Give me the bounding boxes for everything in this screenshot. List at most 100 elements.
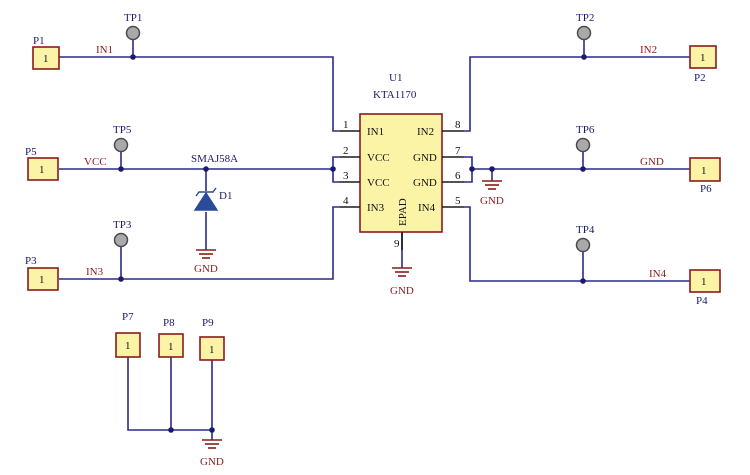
net-label-in4: IN4 (649, 268, 667, 280)
ground-right-label: GND (480, 195, 504, 207)
test-point-tp3-label: TP3 (113, 219, 132, 231)
connector-p6-label: P6 (700, 183, 712, 195)
test-point-tp4: TP4 (575, 224, 595, 253)
connector-p5-pin: 1 (39, 164, 45, 176)
u1-epad-name: EPAD (397, 198, 409, 226)
test-point-tp6: TP6 (575, 124, 595, 153)
connector-p1: P1 1 (32, 35, 60, 70)
connector-p7-label: P7 (122, 311, 134, 323)
connector-p5-body (27, 157, 59, 181)
connector-p6: 1 P6 (689, 157, 721, 195)
diode-d1-anode (193, 191, 219, 211)
wire-in3 (59, 206, 340, 280)
connector-p3-body (27, 267, 59, 291)
connector-p3-label: P3 (25, 255, 37, 267)
junction-gnd-sym (489, 166, 495, 172)
connector-p5-label: P5 (25, 146, 37, 158)
u1-pin-7-num: 7 (455, 145, 461, 157)
wire-in2 (464, 56, 690, 132)
connector-p1-label: P1 (33, 35, 45, 47)
junction-p8 (168, 427, 174, 433)
ground-symbol-diode: GND (194, 249, 218, 275)
u1-pin-3-name: VCC (367, 177, 390, 189)
connector-p3: P3 1 (25, 255, 59, 291)
u1-pin-8-num: 8 (455, 119, 461, 131)
wire-p7 (127, 357, 212, 431)
ground-symbol-epad: GND (390, 267, 414, 297)
test-point-tp1-label: TP1 (124, 12, 142, 24)
net-label-in2: IN2 (640, 44, 657, 56)
ground-epad-label: GND (390, 285, 414, 297)
test-point-tp4-label: TP4 (576, 224, 595, 236)
u1-body (359, 113, 443, 233)
junction-gnd-pins (469, 166, 475, 172)
u1-pin-1-name: IN1 (367, 126, 384, 138)
connector-p8: P8 1 (158, 317, 184, 358)
test-point-tp4-pad (575, 237, 591, 253)
connector-p5: P5 1 (25, 146, 59, 181)
ground-symbol-bottom: GND (200, 439, 224, 468)
net-label-gnd-right: GND (640, 156, 664, 168)
u1-pin-2-name: VCC (367, 152, 390, 164)
test-point-tp6-pad (575, 137, 591, 153)
connector-p4-label: P4 (696, 295, 708, 307)
connector-p8-body (158, 333, 184, 358)
ground-diode-label: GND (194, 263, 218, 275)
connector-p7-pin: 1 (125, 340, 131, 352)
connector-p7-body (115, 332, 141, 358)
wire-in1 (59, 56, 340, 132)
test-point-tp3-pad (113, 232, 129, 248)
u1-designator: U1 (389, 72, 402, 84)
u1-pin-5-num: 5 (455, 195, 461, 207)
test-point-tp5-pad (113, 137, 129, 153)
junction-tp6 (580, 166, 586, 172)
connector-p7: P7 1 (115, 311, 141, 358)
connector-p8-pin: 1 (168, 341, 174, 353)
junction-d1 (203, 166, 209, 172)
test-point-tp5-label: TP5 (113, 124, 132, 136)
u1-pin-4-name: IN3 (367, 202, 385, 214)
connector-p4-pin: 1 (701, 276, 707, 288)
connector-p3-pin: 1 (39, 274, 45, 286)
u1-pin-4-num: 4 (343, 195, 349, 207)
connector-p6-body (689, 157, 721, 182)
ground-bottom-label: GND (200, 456, 224, 468)
test-point-tp5: TP5 (113, 124, 132, 153)
connector-p9-label: P9 (202, 317, 214, 329)
test-point-tp1: TP1 (124, 12, 142, 41)
u1-pin-7-name: GND (413, 152, 437, 164)
connector-p2-pin: 1 (700, 52, 706, 64)
net-label-vcc: VCC (84, 156, 107, 168)
connector-p2: 1 P2 (689, 45, 717, 84)
net-label-in3: IN3 (86, 266, 104, 278)
junctions (118, 54, 587, 433)
connector-p4-body (689, 269, 721, 293)
u1-pin-5-name: IN4 (418, 202, 436, 214)
u1-epad-num: 9 (394, 238, 400, 250)
net-label-in1: IN1 (96, 44, 113, 56)
diode-d1: SMAJ58A D1 (191, 153, 238, 211)
test-point-tp6-label: TP6 (576, 124, 595, 136)
u1-pin-3-num: 3 (343, 170, 349, 182)
connector-p9-body (199, 336, 225, 361)
junction-tp4 (580, 278, 586, 284)
test-point-tp2-label: TP2 (576, 12, 594, 24)
connector-p9-pin: 1 (209, 344, 215, 356)
junction-tp1 (130, 54, 136, 60)
diode-d1-designator: D1 (219, 190, 232, 202)
junction-tp3 (118, 276, 124, 282)
diode-d1-part: SMAJ58A (191, 153, 238, 165)
connector-p1-body (32, 46, 60, 70)
connector-p6-pin: 1 (701, 165, 707, 177)
connector-p2-body (689, 45, 717, 69)
u1-pin-1-num: 1 (343, 119, 349, 131)
junction-vcc (330, 166, 336, 172)
u1-pin-6-name: GND (413, 177, 437, 189)
junction-p9 (209, 427, 215, 433)
test-point-tp2: TP2 (576, 12, 594, 41)
test-point-tp1-pad (125, 25, 141, 41)
junction-tp5 (118, 166, 124, 172)
ground-symbol-right: GND (480, 180, 504, 207)
connector-p9: P9 1 (199, 317, 225, 361)
